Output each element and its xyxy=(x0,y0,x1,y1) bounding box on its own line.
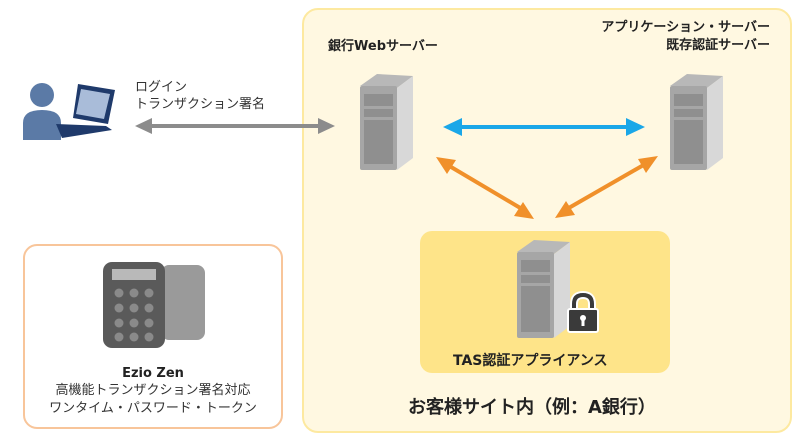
bank-web-server-icon xyxy=(360,74,413,170)
app-server-label-line1: アプリケーション・サーバー xyxy=(601,20,770,35)
token-name: Ezio Zen xyxy=(122,366,184,381)
tas-appliance-server-icon xyxy=(517,240,570,338)
bank-web-server-label: 銀行Webサーバー xyxy=(328,39,438,54)
app-server-icon xyxy=(670,74,723,170)
arrow-web-server-to-app-server xyxy=(443,118,645,136)
customer-site-title: お客様サイト内（例：A銀行） xyxy=(408,397,656,418)
arrow-app-server-to-tas xyxy=(555,156,658,218)
user-with-laptop-icon xyxy=(23,83,115,140)
lock-icon xyxy=(567,290,599,333)
app-server-label-line2: 既存認証サーバー xyxy=(666,38,770,53)
arrow-web-server-to-tas xyxy=(436,157,534,219)
otp-token-device-icon xyxy=(103,262,205,348)
token-description-line2: ワンタイム・パスワード・トークン xyxy=(49,401,257,416)
flow-label-login: ログイン xyxy=(135,80,188,95)
arrow-client-to-web-server xyxy=(135,118,335,134)
flow-label-transaction-signing: トランザクション署名 xyxy=(135,97,266,112)
token-description-line1: 高機能トランザクション署名対応 xyxy=(55,383,251,398)
tas-appliance-label: TAS認証アプライアンス xyxy=(453,353,608,369)
